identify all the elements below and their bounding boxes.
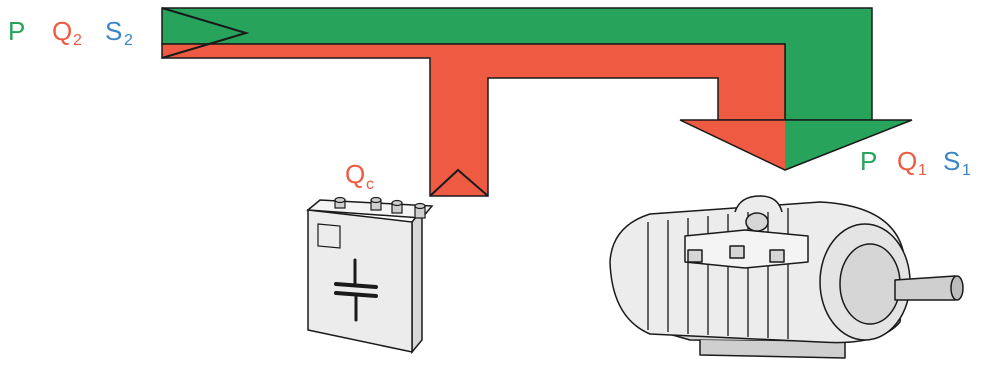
load-labels: P Q 1 S 1: [860, 146, 971, 179]
source-reactive-power-label: Q: [52, 16, 72, 46]
source-active-power-label: P: [8, 16, 25, 46]
load-apparent-power-subscript: 1: [962, 162, 971, 179]
capacitor-reactive-power-subscript: c: [366, 176, 374, 193]
source-labels: P Q 2 S 2: [8, 16, 133, 49]
source-apparent-power-subscript: 2: [124, 32, 133, 49]
load-active-power-label: P: [860, 146, 877, 176]
load-apparent-power-label: S: [943, 146, 960, 176]
electric-motor-icon: [610, 196, 963, 358]
source-apparent-power-label: S: [105, 16, 122, 46]
capacitor-reactive-power-label: Q: [345, 159, 365, 189]
capacitor-label: Q c: [345, 159, 374, 193]
source-reactive-power-subscript: 2: [73, 32, 82, 49]
power-flow-arrows: [162, 8, 912, 196]
load-reactive-power-subscript: 1: [918, 162, 927, 179]
load-reactive-power-label: Q: [897, 146, 917, 176]
